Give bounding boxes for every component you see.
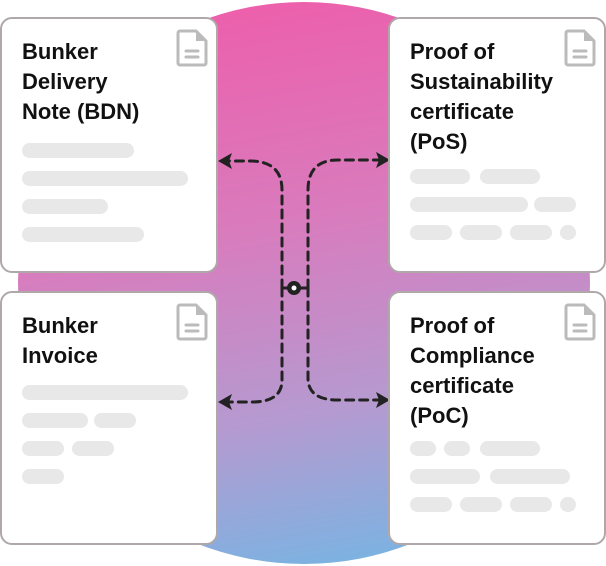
placeholder-text-bar — [410, 169, 470, 184]
placeholder-text-bar — [534, 197, 576, 212]
document-icon — [176, 29, 208, 67]
placeholder-text-bar — [460, 225, 502, 240]
document-icon — [564, 303, 596, 341]
arrowhead-bdn — [218, 153, 232, 169]
placeholder-text-bar — [560, 225, 576, 240]
placeholder-text-bar — [22, 469, 64, 484]
placeholder-text-bar — [444, 441, 470, 456]
placeholder-text-bar — [510, 497, 552, 512]
arrow-to-poc — [306, 286, 382, 402]
card-title: Proof of Compliance certificate (PoC) — [410, 313, 535, 428]
arrow-to-pos — [306, 158, 382, 290]
placeholder-text-bar — [460, 497, 502, 512]
placeholder-text-bar — [22, 227, 144, 242]
placeholder-text-bar — [22, 385, 188, 400]
placeholder-text-bar — [480, 169, 540, 184]
arrowhead-poc — [376, 392, 390, 408]
card-pos: Proof of Sustainability certificate (PoS… — [388, 17, 606, 273]
placeholder-text-bar — [94, 413, 136, 428]
placeholder-text-bar — [22, 199, 108, 214]
card-poc: Proof of Compliance certificate (PoC) — [388, 291, 606, 545]
placeholder-text-bar — [410, 441, 436, 456]
placeholder-text-bar — [560, 497, 576, 512]
placeholder-text-bar — [410, 469, 480, 484]
card-title: Proof of Sustainability certificate (PoS… — [410, 39, 554, 154]
placeholder-text-bar — [22, 143, 134, 158]
placeholder-text-bar — [510, 225, 552, 240]
arrow-to-bdn — [224, 159, 284, 290]
arrowhead-pos — [376, 152, 390, 168]
document-icon — [176, 303, 208, 341]
placeholder-text-bar — [410, 497, 452, 512]
placeholder-text-bar — [22, 441, 64, 456]
card-title: Bunker Invoice — [22, 313, 98, 368]
card-bdn: Bunker Delivery Note (BDN) — [0, 17, 218, 273]
placeholder-text-bar — [410, 225, 452, 240]
placeholder-text-bar — [410, 197, 528, 212]
placeholder-text-bar — [72, 441, 114, 456]
placeholder-text-bar — [22, 413, 88, 428]
arrow-to-invoice — [224, 286, 284, 404]
document-icon — [564, 29, 596, 67]
arrowhead-invoice — [218, 394, 232, 410]
placeholder-text-bar — [22, 171, 188, 186]
placeholder-text-bar — [490, 469, 570, 484]
card-title: Bunker Delivery Note (BDN) — [22, 39, 140, 124]
card-invoice: Bunker Invoice — [0, 291, 218, 545]
placeholder-text-bar — [480, 441, 540, 456]
